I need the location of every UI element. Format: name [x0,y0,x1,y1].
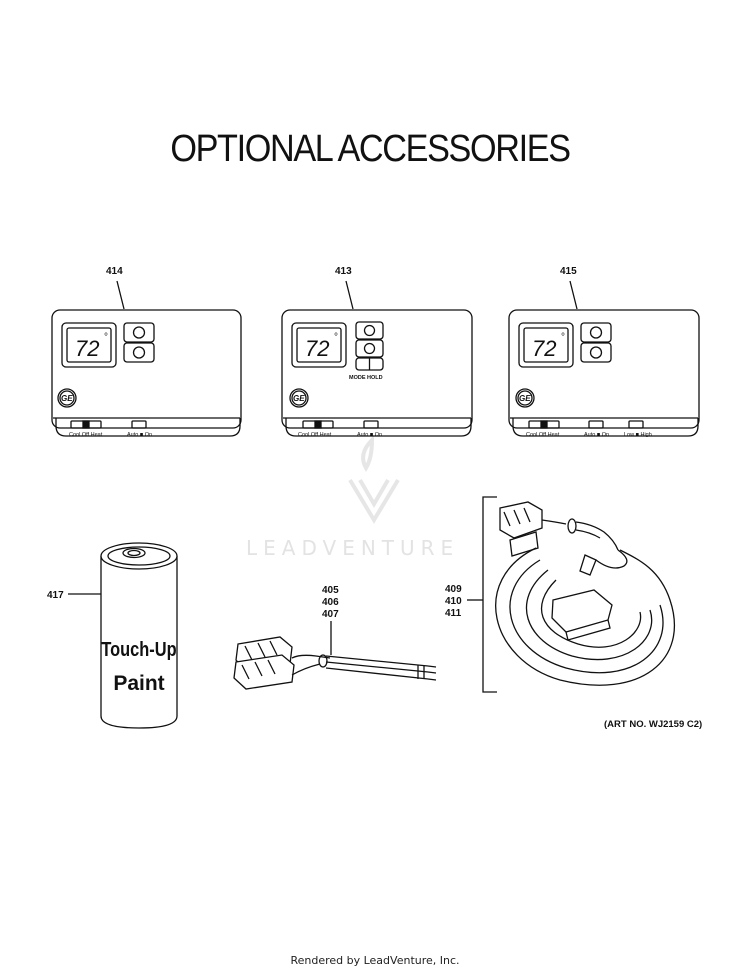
thermostat-413-fan-label: Auto ■ On [357,432,382,438]
callout-414: 414 [106,266,123,277]
harness-connector-bottom [233,654,295,690]
thermostat-413-display [291,322,347,368]
callout-417: 417 [47,590,64,601]
thermostat-413-up-button [355,321,384,340]
degree-symbol: ° [334,332,338,343]
thermostat-413-fan-switch [363,420,379,429]
thermostat-415-display [518,322,574,368]
thermostat-415-temp: 72 [532,336,556,361]
callout-405: 405 [322,585,339,596]
ge-logo-text: GE [519,394,531,403]
leader-line-413 [345,280,354,310]
ge-logo-icon [289,388,309,408]
page-title: OPTIONAL ACCESSORIES [170,128,571,170]
thermostat-414-temp: 72 [75,336,99,361]
thermostat-413-mode-label: Cool Off Heat [298,432,332,438]
footer-credit: Rendered by LeadVenture, Inc. [290,954,460,967]
callout-406: 406 [322,597,339,608]
paint-can-label-line2: Paint [113,672,164,695]
thermostat-415-speed-switch [628,420,644,429]
watermark-logo-icon [348,435,400,524]
callout-411: 411 [445,608,462,619]
power-cord-assembly [482,496,676,693]
art-number: (ART NO. WJ2159 C2) [604,719,703,730]
thermostat-415-down-button [580,342,612,363]
callout-409: 409 [445,584,462,595]
callout-415: 415 [560,266,577,277]
thermostat-413 [281,280,473,437]
leader-line-415 [569,280,578,310]
callout-410: 410 [445,596,462,607]
thermostat-413-down-button [355,339,384,358]
ge-logo-icon [57,388,77,408]
paint-can-label-line1: Touch-Up [101,637,176,660]
thermostat-413-mode-hold-label: MODE HOLD [349,375,383,381]
wire-harness [233,621,437,690]
thermostat-415-fan-label: Auto ■ On [584,432,609,438]
thermostat-414-fan-label: Auto ■ On [127,432,152,438]
callout-407: 407 [322,609,339,620]
thermostat-415-speed-label: Low ■ High [624,432,652,438]
thermostat-414-down-button [123,342,155,363]
thermostat-414-fan-switch [131,420,147,429]
thermostat-413-temp: 72 [305,336,329,361]
ge-logo-icon [515,388,535,408]
leader-line-414 [116,280,125,310]
thermostat-414-display [61,322,117,368]
thermostat-415-fan-switch [588,420,604,429]
cord-connector [499,501,543,539]
cord-bracket [482,496,497,693]
thermostat-415-mode-label: Cool Off Heat [526,432,560,438]
ge-logo-text: GE [61,394,73,403]
watermark-text: LEADVENTURE [246,536,460,560]
degree-symbol: ° [561,332,565,343]
thermostat-414-mode-label: Cool Off Heat [69,432,103,438]
thermostat-414 [51,280,242,437]
thermostat-415-up-button [580,322,612,343]
callout-413: 413 [335,266,352,277]
thermostat-414-up-button [123,322,155,343]
touch-up-paint-can [68,542,178,729]
thermostat-415 [508,280,700,437]
degree-symbol: ° [104,332,108,343]
ge-logo-text: GE [293,394,305,403]
